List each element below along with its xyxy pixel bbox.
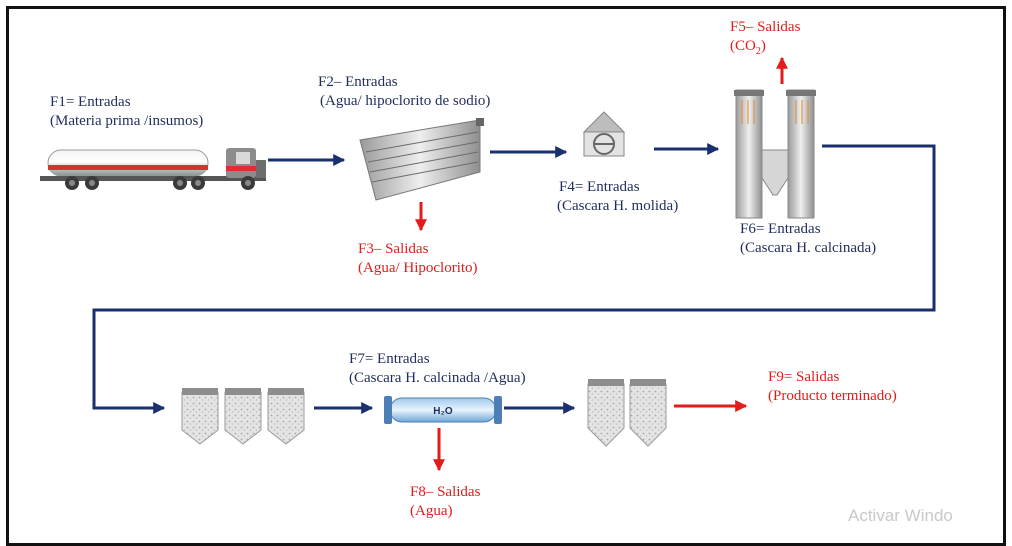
f1-detail: (Materia prima /insumos) [50,113,204,129]
f6-label: F6= Entradas (Cascara H. calcinada) [740,220,876,258]
f8-label: F8– Salidas (Agua) [410,483,480,521]
f7-title: F7= Entradas [349,351,430,367]
grinder-icon [582,111,626,157]
calcination-kiln-icon [734,89,816,219]
f9-detail: (Producto terminado) [768,388,897,404]
f8-detail: (Agua) [410,503,453,519]
f2-title: F2– Entradas [318,74,398,90]
f6-title: F6= Entradas [740,221,821,237]
f5-detail: (CO2) [730,38,766,57]
f7-detail: (Cascara H. calcinada /Agua) [349,370,526,386]
process-flow-diagram: H₂O [40,56,936,472]
f2-detail: (Agua/ hipoclorito de sodio) [320,93,491,109]
f5-title: F5– Salidas [730,19,801,35]
f3-label: F3– Salidas (Agua/ Hipoclorito) [358,240,478,278]
f1-label: F1= Entradas (Materia prima /insumos) [50,93,203,131]
f5-label: F5– Salidas (CO2) [730,18,800,61]
f4-title: F4= Entradas [559,179,640,195]
f2-label: F2– Entradas (Agua/ hipoclorito de sodio… [318,73,490,111]
activation-watermark: Activar Windo [848,506,953,525]
mixer-label: H₂O [433,406,453,417]
product-silos-icon [587,379,667,447]
f3-title: F3– Salidas [358,241,429,257]
f9-title: F9= Salidas [768,369,840,385]
f3-detail: (Agua/ Hipoclorito) [358,260,478,276]
washing-tank-icon [359,118,484,201]
tanker-truck-icon [40,148,266,190]
f1-title: F1= Entradas [50,94,131,110]
flow-arrow-kiln-to-silos [92,144,936,414]
f7-label: F7= Entradas (Cascara H. calcinada /Agua… [349,350,526,388]
water-mixer-icon: H₂O [384,396,502,424]
f4-label: F4= Entradas (Cascara H. molida) [557,178,679,216]
storage-silos-icon [181,388,305,445]
f6-detail: (Cascara H. calcinada) [740,240,877,256]
f9-label: F9= Salidas (Producto terminado) [768,368,897,406]
f4-detail: (Cascara H. molida) [557,198,679,214]
f8-title: F8– Salidas [410,484,481,500]
